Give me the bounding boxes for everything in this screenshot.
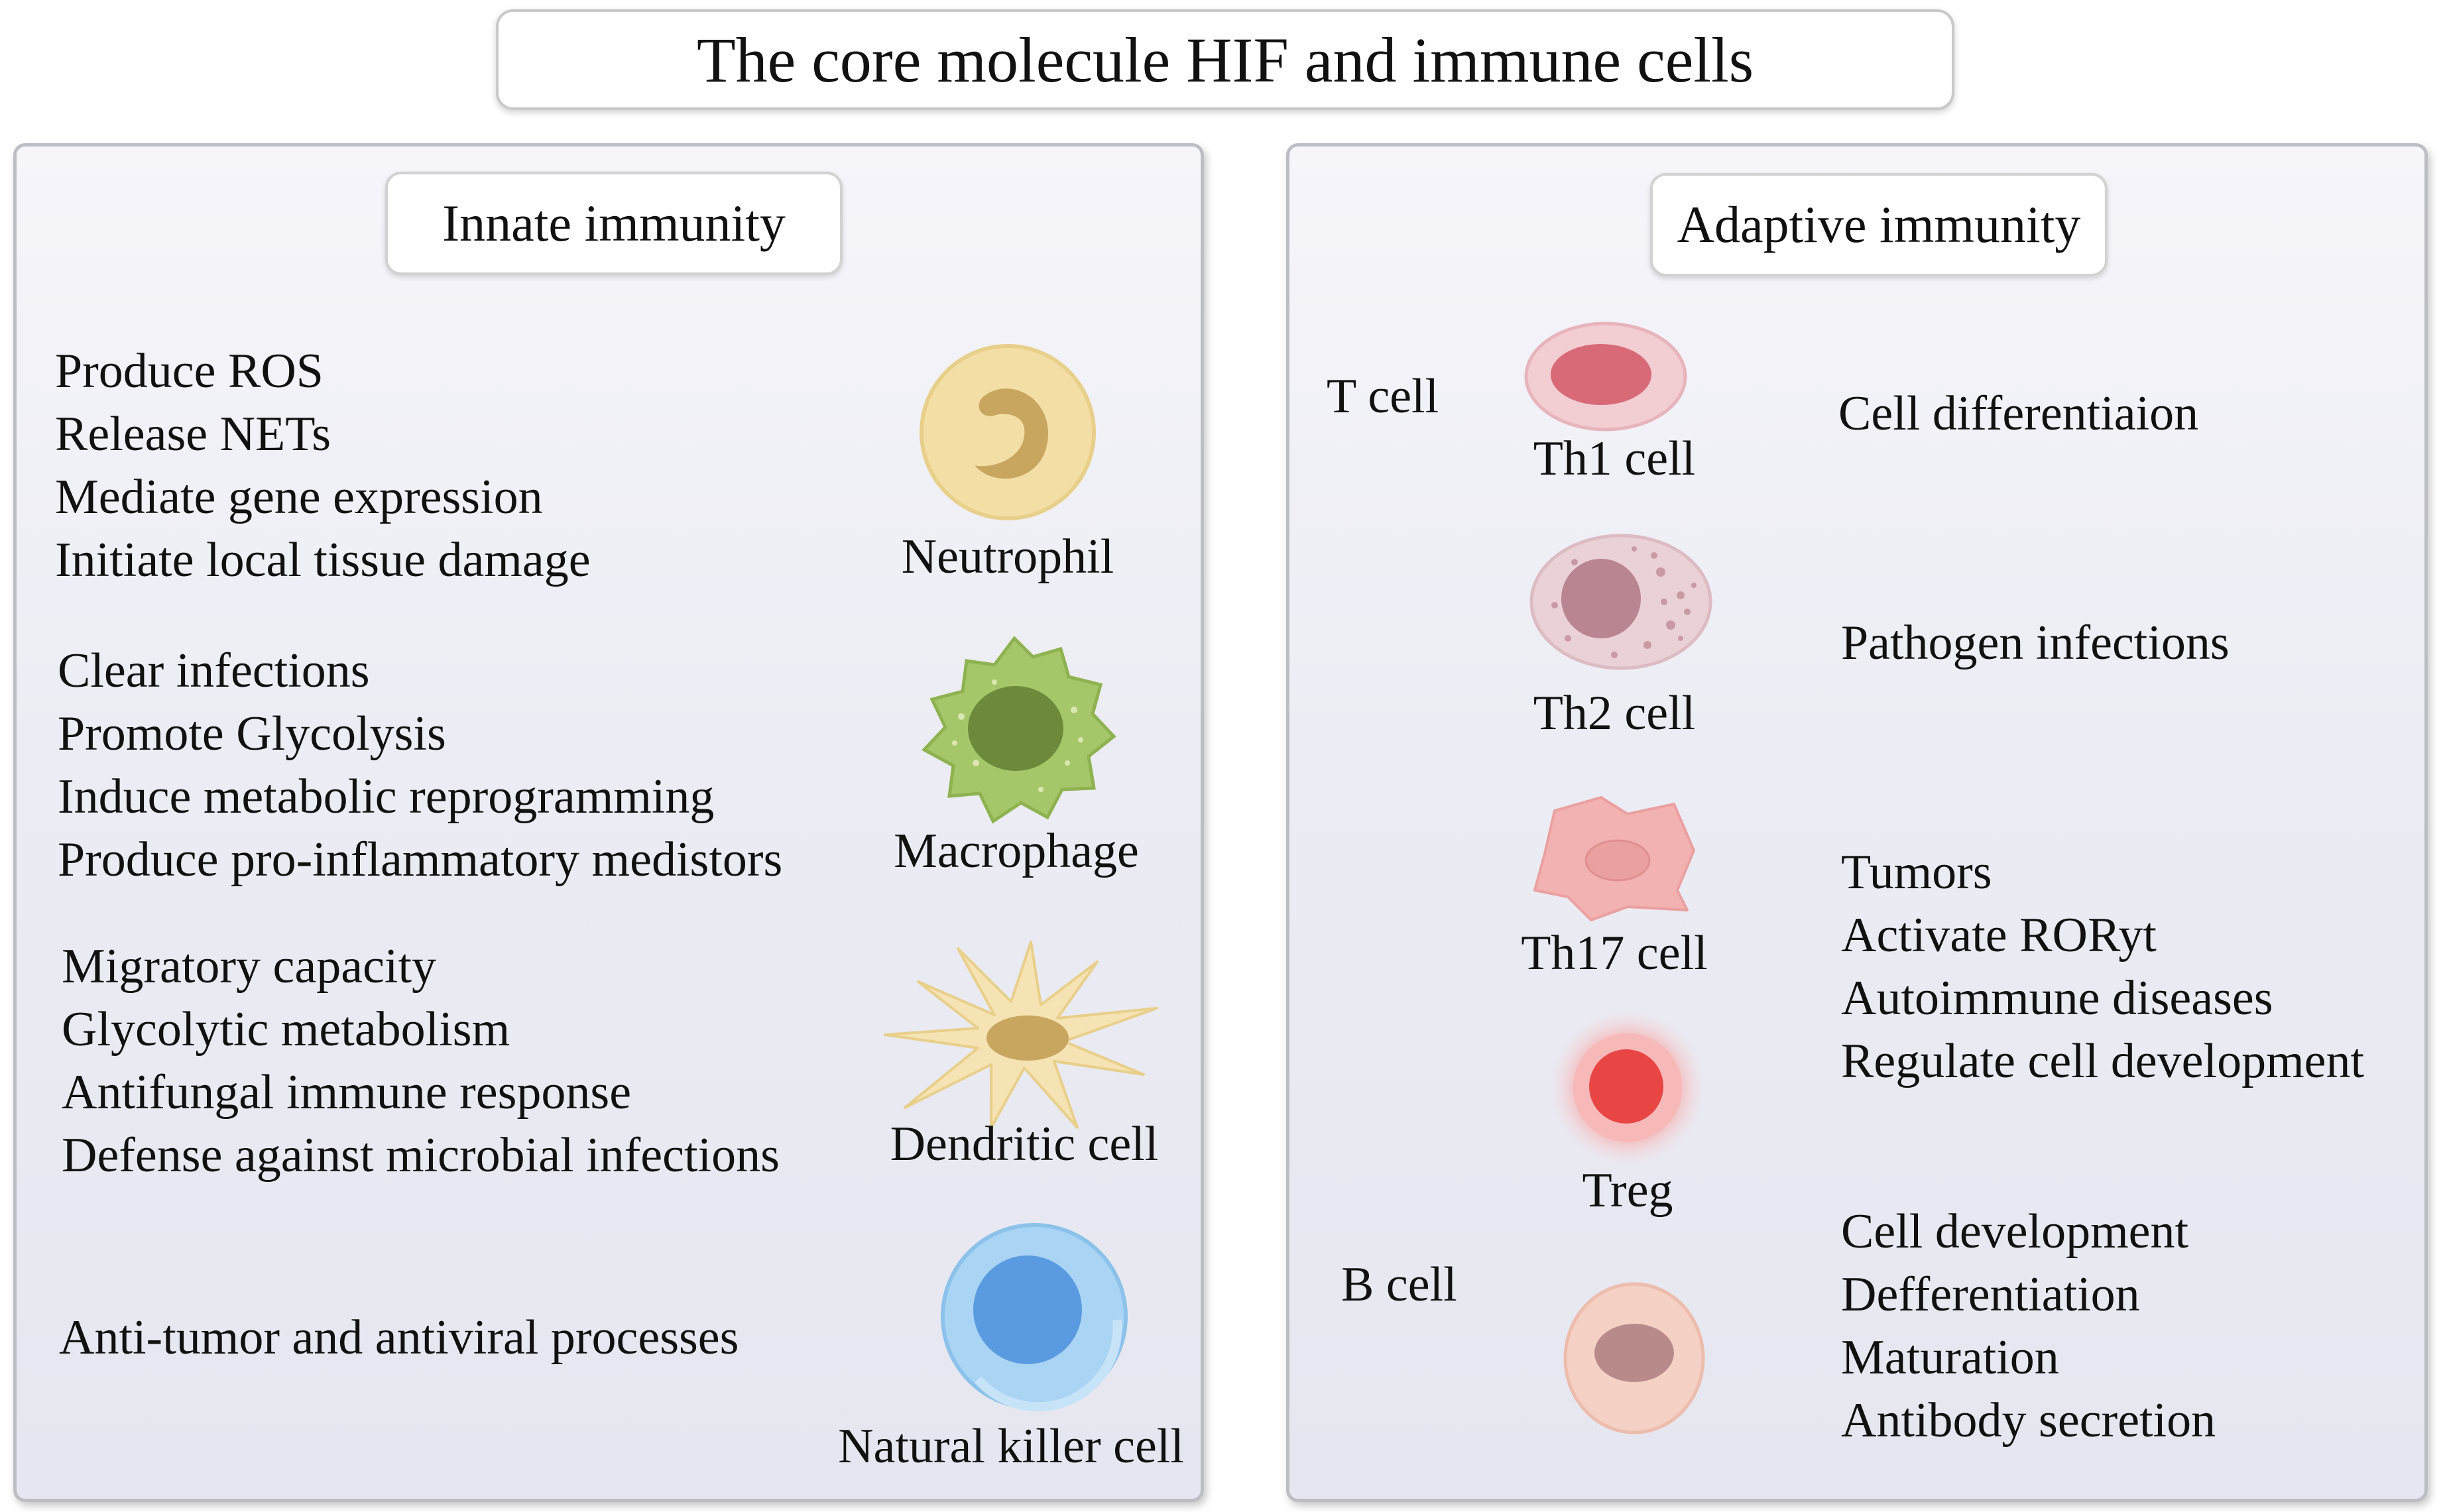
function-item: Promote Glycolysis	[58, 707, 446, 761]
macrophage-icon	[921, 636, 1116, 824]
function-item: Antibody secretion	[1841, 1393, 2216, 1448]
function-item: Defense against microbial infections	[62, 1128, 780, 1183]
th2-functions: Pathogen infections	[1841, 612, 2230, 675]
th2-cell-label: Th2 cell	[1533, 686, 1696, 740]
function-item: Induce metabolic reprogramming	[58, 770, 715, 824]
neutrophil-functions: Produce ROS Release NETs Mediate gene ex…	[55, 340, 591, 592]
function-item: Autoimmune diseases	[1841, 971, 2273, 1025]
nk-cell-icon	[941, 1223, 1128, 1412]
function-item: Glycolytic metabolism	[62, 1002, 510, 1057]
neutrophil-icon	[920, 344, 1096, 520]
innate-immunity-panel: Innate immunity Produce ROS Release NETs…	[13, 143, 1204, 1502]
macrophage-label: Macrophage	[894, 824, 1139, 878]
th17-cell-icon	[1533, 796, 1695, 921]
function-item: Defferentiation	[1841, 1267, 2140, 1322]
th17-treg-functions: Tumors Activate RORyt Autoimmune disease…	[1841, 841, 2364, 1093]
adaptive-immunity-header: Adaptive immunity	[1650, 173, 2108, 276]
function-item: Cell differentiaion	[1838, 386, 2199, 441]
function-item: Maturation	[1841, 1330, 2059, 1385]
function-item: Release NETs	[55, 407, 331, 461]
th1-functions: Cell differentiaion	[1838, 382, 2198, 445]
b-cell-icon	[1563, 1282, 1705, 1434]
dendritic-cell-label: Dendritic cell	[890, 1117, 1159, 1171]
function-item: Migratory capacity	[62, 939, 437, 994]
function-item: Produce pro-inflammatory medistors	[58, 833, 783, 887]
macrophage-functions: Clear infections Promote Glycolysis Indu…	[58, 640, 782, 892]
b-cell-functions: Cell development Defferentiation Maturat…	[1841, 1200, 2216, 1452]
nk-cell-functions: Anti-tumor and antiviral processes	[59, 1307, 739, 1369]
treg-cell-label: Treg	[1582, 1163, 1673, 1218]
diagram-title: The core molecule HIF and immune cells	[496, 9, 1954, 110]
th1-cell-icon	[1524, 321, 1687, 432]
function-item: Antifungal immune response	[62, 1065, 632, 1120]
function-item: Produce ROS	[55, 344, 324, 398]
function-item: Anti-tumor and antiviral processes	[59, 1310, 739, 1365]
function-item: Tumors	[1841, 845, 1992, 900]
innate-immunity-header: Innate immunity	[385, 172, 843, 275]
function-item: Clear infections	[58, 644, 370, 698]
th1-cell-label: Th1 cell	[1533, 432, 1696, 486]
function-item: Initiate local tissue damage	[55, 533, 591, 587]
treg-cell-icon	[1549, 1010, 1706, 1166]
neutrophil-label: Neutrophil	[901, 530, 1114, 584]
b-cell-label: B cell	[1341, 1257, 1457, 1312]
th17-cell-label: Th17 cell	[1521, 926, 1708, 980]
function-item: Mediate gene expression	[55, 470, 543, 524]
nk-cell-label: Natural killer cell	[838, 1419, 1184, 1474]
th2-cell-icon	[1529, 534, 1712, 670]
function-item: Pathogen infections	[1841, 616, 2230, 670]
t-cell-label: T cell	[1327, 369, 1439, 424]
function-item: Regulate cell development	[1841, 1034, 2365, 1088]
adaptive-immunity-panel: Adaptive immunity T cell B cell Th1 cell…	[1286, 143, 2428, 1502]
function-item: Activate RORyt	[1841, 908, 2157, 962]
dendritic-cell-icon	[884, 941, 1158, 1129]
function-item: Cell development	[1841, 1204, 2189, 1259]
dendritic-cell-functions: Migratory capacity Glycolytic metabolism…	[62, 935, 780, 1187]
